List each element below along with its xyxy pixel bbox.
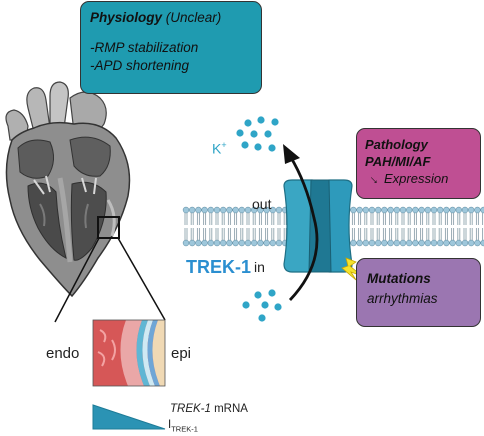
potassium-label: K+ bbox=[212, 140, 227, 157]
current-symbol: I bbox=[168, 419, 172, 431]
physiology-title: Physiology bbox=[90, 10, 163, 25]
out-label: out bbox=[252, 196, 272, 212]
potassium-symbol: K bbox=[212, 140, 222, 157]
heart-illustration bbox=[5, 81, 131, 298]
potassium-charge: + bbox=[221, 140, 227, 150]
physiology-box: Physiology (Unclear) -RMP stabilization … bbox=[80, 1, 262, 94]
mutations-effect: arrhythmias bbox=[367, 291, 438, 306]
pathology-box: Pathology PAH/MI/AF →Expression bbox=[356, 128, 481, 199]
arrow-down-icon: → bbox=[365, 168, 386, 189]
channel-label: TREK-1 bbox=[186, 257, 252, 277]
pathology-effect: Expression bbox=[384, 171, 449, 186]
mutations-title: Mutations bbox=[367, 271, 431, 286]
mrna-gene: TREK-1 bbox=[170, 403, 211, 415]
mutations-box: Mutations arrhythmias bbox=[356, 258, 481, 327]
pathology-title: Pathology bbox=[365, 137, 428, 152]
mrna-suffix: mRNA bbox=[210, 403, 248, 415]
pathology-conditions: PAH/MI/AF bbox=[365, 154, 431, 169]
zoom-box bbox=[97, 216, 120, 239]
lightning-bolt-icon bbox=[341, 257, 363, 281]
gradient-wedge bbox=[92, 404, 166, 430]
in-label: in bbox=[254, 259, 265, 275]
trek1-channel bbox=[283, 179, 353, 273]
physiology-item: -RMP stabilization bbox=[90, 40, 199, 55]
zoom-line-left bbox=[54, 237, 100, 323]
efflux-arrow bbox=[288, 155, 319, 301]
current-subscript: TREK-1 bbox=[171, 424, 198, 434]
endo-label: endo bbox=[46, 345, 80, 362]
potassium-ions-extracellular bbox=[236, 116, 279, 152]
zoom-line-right bbox=[117, 237, 166, 321]
potassium-ions-intracellular bbox=[242, 289, 282, 322]
physiology-item: -APD shortening bbox=[90, 58, 190, 73]
current-label: ITREK-1 bbox=[168, 419, 198, 433]
physiology-qualifier: (Unclear) bbox=[165, 10, 222, 25]
tissue-cross-section bbox=[92, 319, 166, 387]
epi-label: epi bbox=[171, 345, 192, 362]
mrna-label: TREK-1 mRNA bbox=[170, 403, 248, 415]
efflux-arrowhead bbox=[283, 144, 300, 164]
